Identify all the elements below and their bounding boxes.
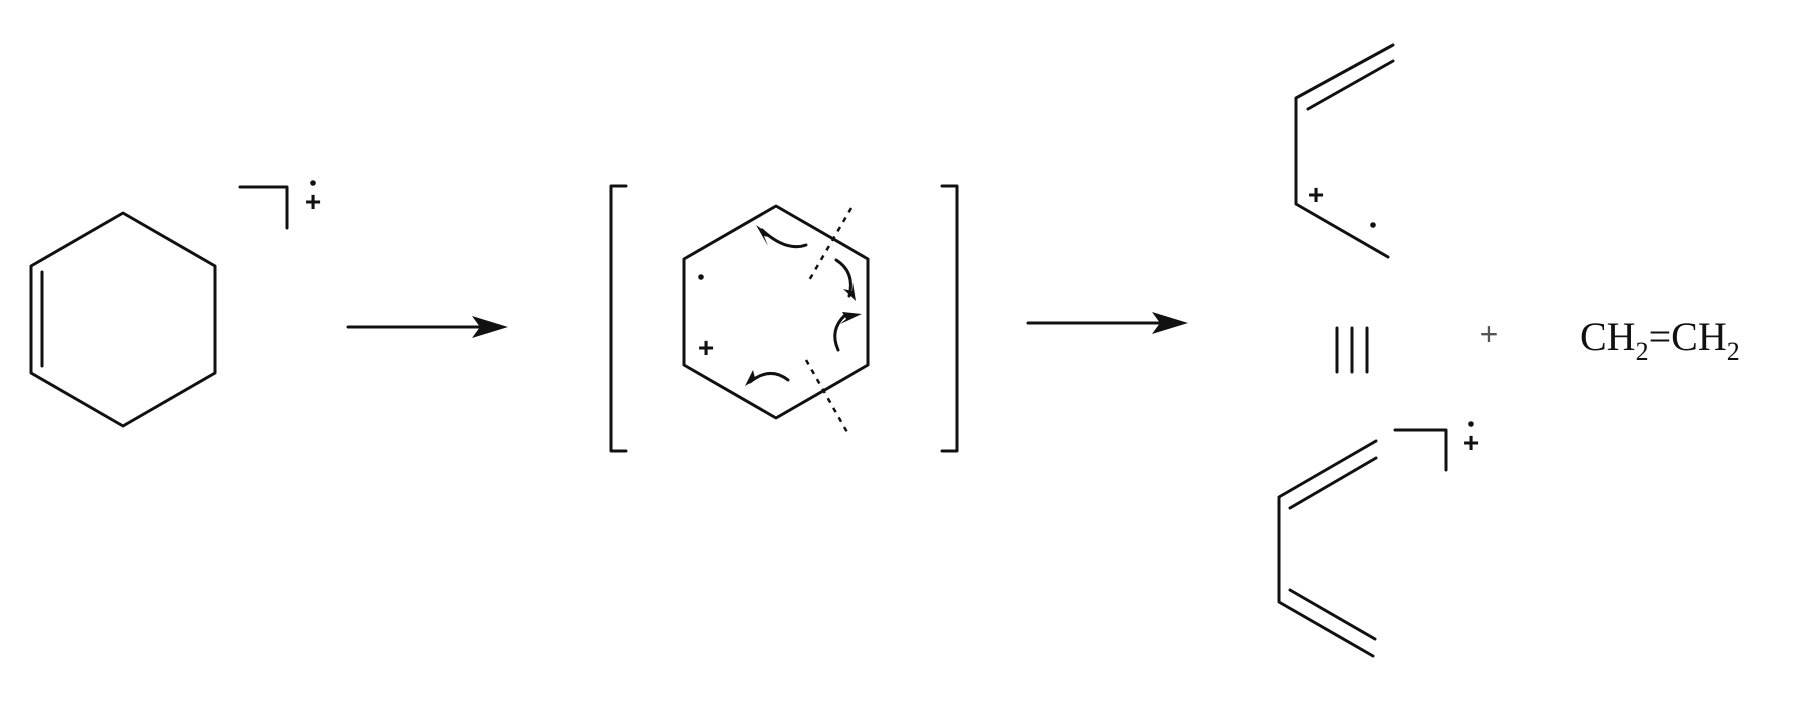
formula-subscript-right: 2: [1727, 337, 1740, 366]
radical-dot: [310, 180, 316, 186]
cleavage-line-upper: [806, 207, 853, 283]
right-bracket: [940, 184, 959, 453]
cation-charge: +: [698, 332, 714, 363]
cation-charge: +: [1308, 179, 1324, 210]
butadiene-distonic-product: +: [1294, 43, 1395, 259]
radical-dot: [698, 274, 704, 280]
cation-charge: +: [1463, 427, 1479, 458]
formula-ch-left: CH: [1580, 314, 1636, 359]
product-double-bond: [1306, 59, 1395, 111]
formula-double-bond: =: [1649, 314, 1672, 359]
fishhook-arrow-icon: [745, 312, 862, 386]
cleavage-line-lower: [804, 359, 850, 435]
equivalence-symbol: [1335, 326, 1369, 374]
ethylene-formula: CH2=CH2: [1580, 314, 1740, 366]
plus-sign: +: [1480, 316, 1499, 352]
fishhook-arrow-icon: [756, 225, 856, 301]
butadiene-double-bond-1: [1288, 456, 1378, 510]
radical-dot: [1468, 421, 1474, 427]
intermediate-complex: +: [609, 184, 959, 453]
butadiene-radical-cation-product: +: [1277, 421, 1479, 658]
reaction-arrow-2: [1026, 312, 1188, 334]
reaction-arrow-1: [346, 316, 508, 338]
cyclohexene-ring: [29, 211, 217, 428]
formula-ch-right: CH: [1671, 314, 1727, 359]
butadiene-chain: [1277, 439, 1378, 658]
butadiene-double-bond-2: [1288, 588, 1377, 641]
radical-dot: [1370, 222, 1376, 228]
left-bracket: [609, 184, 628, 453]
product-chain: [1294, 43, 1395, 259]
radical-cation-bracket: [1393, 428, 1448, 472]
cation-charge: +: [305, 186, 321, 217]
intermediate-ring: [682, 204, 870, 420]
cyclohexene-reactant: +: [29, 180, 321, 428]
radical-cation-bracket: [238, 185, 289, 230]
formula-subscript-left: 2: [1636, 337, 1649, 366]
